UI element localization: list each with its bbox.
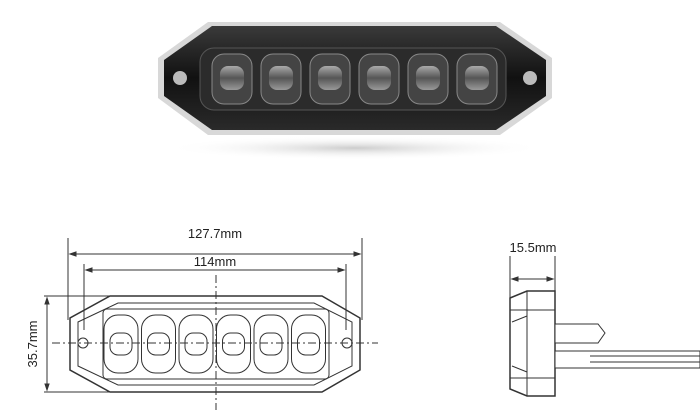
led-outline [253, 314, 289, 374]
mount-spacing-label: 114mm [194, 254, 236, 269]
led-module [260, 53, 302, 105]
side-view [509, 256, 700, 397]
product-photo [158, 22, 552, 160]
led-module [456, 53, 498, 105]
led-module [358, 53, 400, 105]
led-module [309, 53, 351, 105]
led-outline [141, 314, 176, 374]
led-outline [291, 314, 326, 374]
front-view [44, 238, 378, 410]
led-outline [103, 314, 139, 374]
screw-left-icon [173, 71, 187, 85]
height-label: 35.7mm [25, 321, 40, 368]
led-module [407, 53, 449, 105]
depth-label: 15.5mm [510, 240, 557, 255]
overall-length-label: 127.7mm [188, 226, 242, 241]
screw-right-icon [523, 71, 537, 85]
led-outline [216, 314, 251, 374]
led-outline [178, 314, 214, 374]
led-module [211, 53, 253, 105]
